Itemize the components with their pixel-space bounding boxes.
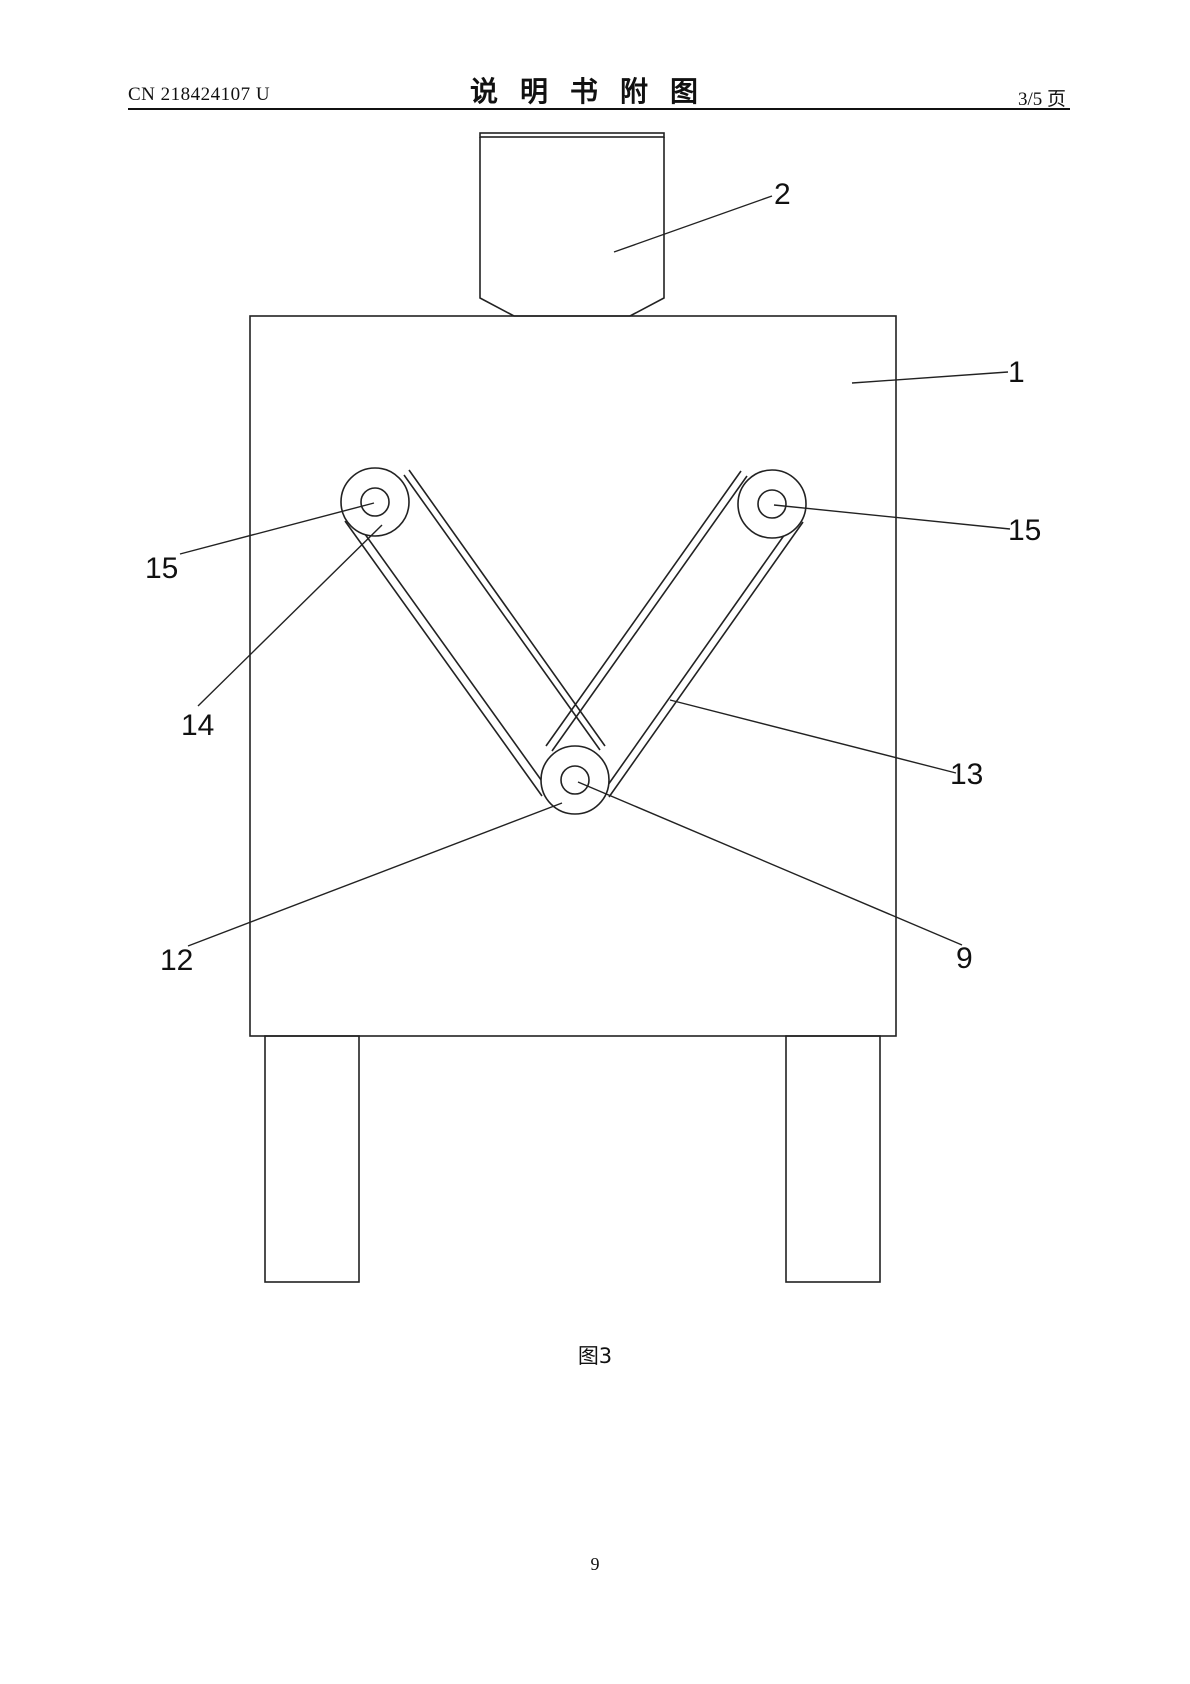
left-leg [264, 1035, 360, 1283]
ref-label-left-pulley: 14 [181, 709, 214, 742]
right-leg [785, 1035, 881, 1283]
hopper [479, 132, 665, 317]
ref-label-hopper: 2 [774, 178, 791, 211]
pulley-right-top [737, 469, 807, 539]
ref-label-bottom-axle: 9 [956, 942, 973, 975]
ref-label-right-axle: 15 [1008, 514, 1041, 547]
ref-label-housing: 1 [1008, 356, 1025, 389]
right-belt [545, 470, 804, 798]
section-title: 说明书附图 [469, 75, 720, 108]
main-housing [249, 315, 897, 1037]
ref-label-bottom-pulley: 12 [160, 944, 193, 977]
ref-label-belt: 13 [950, 758, 983, 791]
pulley-bottom [540, 745, 610, 815]
left-belt [344, 469, 606, 797]
page-header: CN 218424107 U 说明书附图 3/5 页 [0, 70, 1190, 110]
patent-number: CN 218424107 U [128, 84, 271, 105]
header-rule [128, 108, 1070, 110]
ref-label-left-axle: 15 [145, 552, 178, 585]
page-number: 9 [590, 1554, 600, 1574]
pulley-left-top [340, 467, 410, 537]
leader-lines [179, 195, 1011, 947]
figure-caption: 图3 [577, 1344, 613, 1368]
page-of: 3/5 页 [1017, 89, 1066, 110]
